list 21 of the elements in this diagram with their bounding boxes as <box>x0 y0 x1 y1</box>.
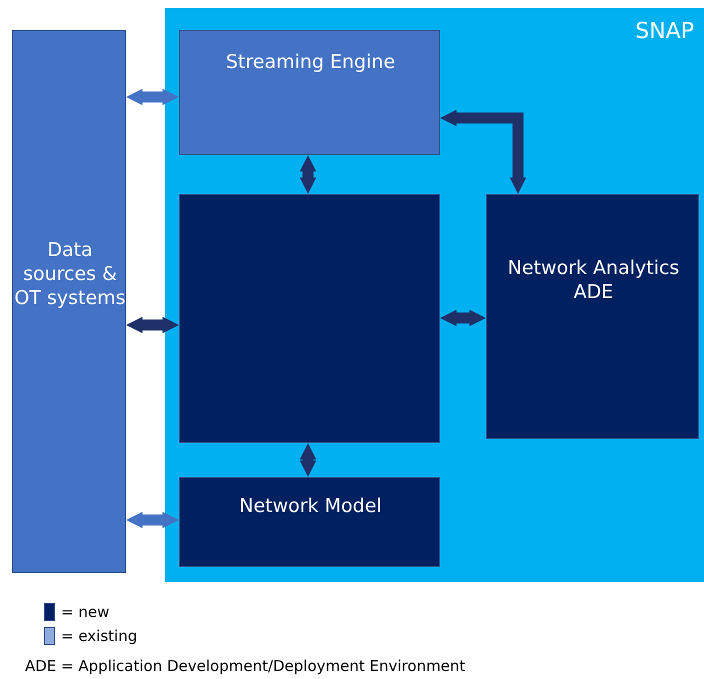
double-arrow <box>300 443 316 477</box>
double-arrow <box>440 110 526 194</box>
process-box <box>179 194 440 443</box>
model-box <box>179 477 440 567</box>
note: ADE = Application Development/Deployment Environment <box>25 657 466 675</box>
box-label: Streaming Engine <box>224 51 396 75</box>
double-arrow <box>126 88 179 106</box>
source-box <box>12 30 126 573</box>
legend-label: = new <box>61 603 110 621</box>
double-arrow <box>126 512 179 528</box>
box-label: Network Model <box>238 495 383 519</box>
box-label: Data sources & OT systems <box>13 239 127 310</box>
double-arrow <box>300 155 316 194</box>
box-label: Network Analytics ADE <box>506 257 680 304</box>
platform-panel <box>165 8 704 582</box>
analytics-box <box>486 194 699 439</box>
engine-box <box>179 30 440 155</box>
legend-label: = existing <box>61 627 138 645</box>
double-arrow <box>440 310 486 326</box>
double-arrow <box>126 316 179 334</box>
panel-title: SNAP <box>634 18 694 46</box>
